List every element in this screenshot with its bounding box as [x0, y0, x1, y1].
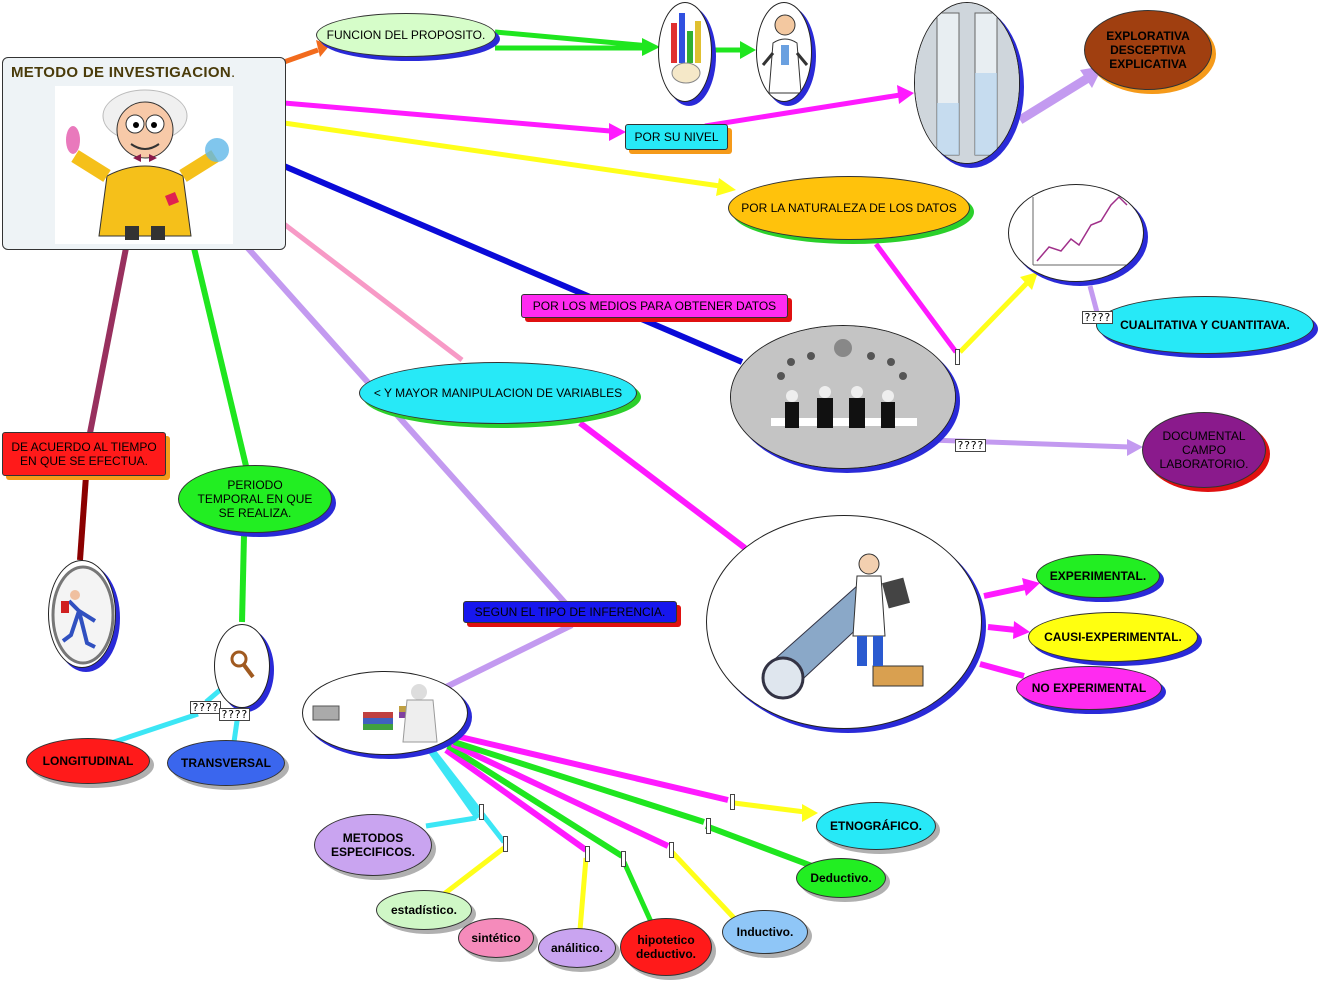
connector-tick — [621, 851, 626, 867]
periodo-node[interactable]: PERIODO TEMPORAL EN QUE SE REALIZA. — [178, 465, 332, 533]
inductivo-node[interactable]: Inductivo. — [722, 910, 808, 954]
inductivo-label: Inductivo. — [736, 925, 794, 939]
etnografico-label: ETNOGRÁFICO. — [830, 819, 922, 833]
sintetico-label: sintético — [471, 931, 521, 945]
analitico-label: análitico. — [550, 941, 603, 955]
nivel-label: POR SU NIVEL — [634, 130, 719, 144]
cualitativa-node[interactable]: CUALITATIVA Y CUANTITAVA. — [1096, 296, 1314, 354]
acuerdo-node[interactable]: DE ACUERDO AL TIEMPO EN QUE SE EFECTUA. — [2, 432, 166, 476]
connector-tick — [730, 794, 735, 810]
medios-node[interactable]: POR LOS MEDIOS PARA OBTENER DATOS — [521, 294, 788, 318]
documental-node[interactable]: DOCUMENTAL CAMPO LABORATORIO. — [1142, 412, 1266, 488]
connector-tick — [669, 842, 674, 858]
clock-runner-icon — [48, 560, 116, 668]
telescope-icon — [706, 515, 982, 729]
connector-mark: ???? — [190, 701, 221, 714]
hipotetico-node[interactable]: hipotetico deductivo. — [620, 918, 712, 976]
meeting-icon — [730, 325, 956, 469]
causi-node[interactable]: CAUSI-EXPERIMENTAL. — [1028, 612, 1198, 662]
sintetico-node[interactable]: sintético — [458, 918, 534, 958]
chart-lab-icon — [658, 2, 712, 102]
noexp-node[interactable]: NO EXPERIMENTAL — [1016, 666, 1162, 710]
noexp-label: NO EXPERIMENTAL — [1031, 681, 1147, 695]
transversal-node[interactable]: TRANSVERSAL — [167, 740, 285, 786]
acuerdo-label: DE ACUERDO AL TIEMPO EN QUE SE EFECTUA. — [11, 440, 157, 468]
inferencia-node[interactable]: SEGUN EL TIPO DE INFERENCIA. — [463, 601, 677, 623]
especificos-label: METODOS ESPECIFICOS. — [330, 831, 416, 859]
connector-mark: ???? — [219, 708, 250, 721]
cualitativa-label: CUALITATIVA Y CUANTITAVA. — [1120, 318, 1290, 332]
estadistico-node[interactable]: estadístico. — [376, 890, 472, 930]
estadistico-label: estadístico. — [390, 903, 458, 917]
experimental-label: EXPERIMENTAL. — [1049, 569, 1147, 583]
manipulacion-label: < Y MAYOR MANIPULACION DE VARIABLES — [373, 386, 623, 400]
funcion-label: FUNCION DEL PROPOSITO. — [326, 28, 486, 42]
experimental-node[interactable]: EXPERIMENTAL. — [1036, 554, 1160, 598]
books-icon — [302, 671, 468, 755]
doctor-icon — [756, 2, 812, 102]
naturaleza-node[interactable]: POR LA NATURALEZA DE LOS DATOS — [728, 176, 970, 240]
line-chart-icon — [1008, 184, 1144, 282]
periodo-label: PERIODO TEMPORAL EN QUE SE REALIZA. — [197, 478, 313, 520]
funcion-node[interactable]: FUNCION DEL PROPOSITO. — [316, 13, 496, 57]
explorativa-node[interactable]: EXPLORATIVA DESCEPTIVA EXPLICATIVA — [1084, 10, 1212, 90]
manipulacion-node[interactable]: < Y MAYOR MANIPULACION DE VARIABLES — [359, 362, 637, 424]
connector-tick — [955, 349, 960, 365]
nivel-node[interactable]: POR SU NIVEL — [625, 124, 728, 150]
connector-mark: ???? — [1082, 311, 1113, 324]
magnifier-icon — [214, 624, 270, 708]
especificos-node[interactable]: METODOS ESPECIFICOS. — [314, 814, 432, 876]
inferencia-label: SEGUN EL TIPO DE INFERENCIA. — [474, 605, 666, 619]
test-tubes-icon — [914, 2, 1020, 164]
transversal-label: TRANSVERSAL — [180, 756, 271, 770]
connector-mark: ???? — [955, 439, 986, 452]
page-title: METODO DE INVESTIGACION. — [11, 64, 236, 81]
scientist-icon — [55, 86, 233, 244]
connector-tick — [479, 804, 484, 820]
documental-label: DOCUMENTAL CAMPO LABORATORIO. — [1159, 429, 1249, 471]
connector-tick — [503, 836, 508, 852]
analitico-node[interactable]: análitico. — [538, 928, 616, 968]
naturaleza-label: POR LA NATURALEZA DE LOS DATOS — [741, 201, 957, 215]
causi-label: CAUSI-EXPERIMENTAL. — [1044, 630, 1182, 644]
connector-tick — [585, 846, 590, 862]
medios-label: POR LOS MEDIOS PARA OBTENER DATOS — [532, 299, 777, 313]
etnografico-node[interactable]: ETNOGRÁFICO. — [816, 802, 936, 850]
explorativa-label: EXPLORATIVA DESCEPTIVA EXPLICATIVA — [1106, 29, 1190, 71]
deductivo-label: Deductivo. — [810, 871, 872, 885]
longitudinal-node[interactable]: LONGITUDINAL — [26, 738, 150, 784]
deductivo-node[interactable]: Deductivo. — [796, 858, 886, 898]
hipotetico-label: hipotetico deductivo. — [635, 933, 696, 961]
connector-tick — [706, 818, 711, 834]
title-box[interactable]: METODO DE INVESTIGACION. — [2, 57, 286, 250]
longitudinal-label: LONGITUDINAL — [42, 754, 134, 768]
